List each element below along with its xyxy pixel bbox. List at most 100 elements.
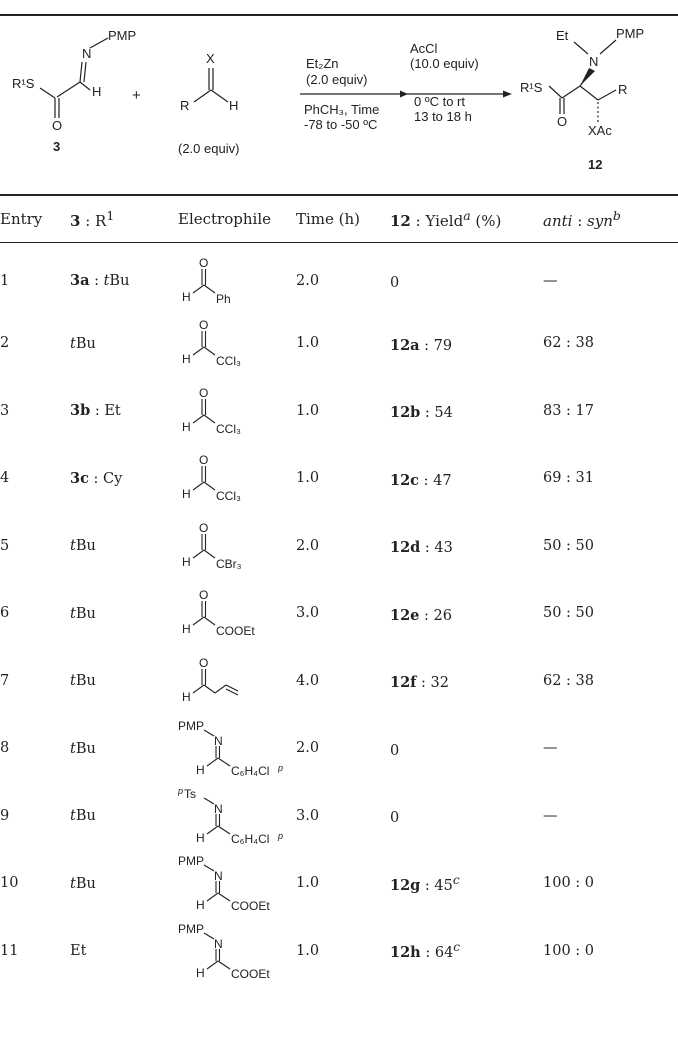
cell-entry: 1 xyxy=(0,272,10,289)
elec-h-text: H xyxy=(182,622,191,636)
cell-entry: 9 xyxy=(0,807,10,824)
cell-entry: 8 xyxy=(0,740,10,757)
elec-h-text: H xyxy=(182,690,191,704)
cell-time: 1.0 xyxy=(296,335,320,352)
cell-substrate: tBu xyxy=(70,808,96,825)
elec-x-text: O xyxy=(199,386,208,400)
cell-time: 4.0 xyxy=(296,672,320,689)
reactant-3 xyxy=(39,37,109,118)
elec-h-text: H xyxy=(196,898,205,912)
reactant-r1s: R¹S xyxy=(12,76,35,91)
reaction-arrows xyxy=(300,90,512,98)
cell-time: 3.0 xyxy=(296,807,320,824)
elec-sub-text: CCl₃ xyxy=(216,489,241,503)
elec-x-text: O xyxy=(199,453,208,467)
product-r1s: R¹S xyxy=(520,80,543,95)
elec-h-text: H xyxy=(196,831,205,845)
step1-temp: -78 to -50 ºC xyxy=(304,117,377,132)
step1-solvent: PhCH₃, Time xyxy=(304,102,379,117)
aldehyde-equiv: (2.0 equiv) xyxy=(178,141,239,156)
cell-yield: 0 xyxy=(390,742,400,759)
elec-h-text: H xyxy=(196,763,205,777)
step1-equiv: (2.0 equiv) xyxy=(306,72,367,87)
cell-substrate: Et xyxy=(70,943,87,960)
cell-yield: 12g : 45c xyxy=(390,872,460,894)
cell-ratio: 69 : 31 xyxy=(543,470,595,487)
elec-sub-text: C₆H₄Cl xyxy=(231,764,269,778)
elec-xp-text: p xyxy=(178,786,183,796)
cell-yield: 12f : 32 xyxy=(390,674,449,692)
cell-time: 2.0 xyxy=(296,740,320,757)
elec-sub-text: C₆H₄Cl xyxy=(231,832,269,846)
reactant-n: N xyxy=(82,46,91,61)
cell-time: 1.0 xyxy=(296,470,320,487)
product-et: Et xyxy=(556,28,569,43)
step2-time: 13 to 18 h xyxy=(414,109,472,124)
elec-n-text: N xyxy=(214,869,223,883)
product-n: N xyxy=(589,54,598,69)
cell-entry: 10 xyxy=(0,875,19,892)
cell-entry: 6 xyxy=(0,605,10,622)
elec-x-text: O xyxy=(199,656,208,670)
header-time: Time (h) xyxy=(296,210,361,228)
elec-x-text: Ts xyxy=(184,787,196,801)
reactant-id: 3 xyxy=(53,139,60,154)
cell-entry: 2 xyxy=(0,335,10,352)
reactant-o: O xyxy=(52,118,62,133)
elec-n-text: N xyxy=(214,802,223,816)
scheme-rule xyxy=(0,194,678,196)
elec-x-text: PMP xyxy=(178,719,204,733)
cell-ratio: 62 : 38 xyxy=(543,672,595,689)
cell-substrate: 3b : Et xyxy=(70,402,121,420)
elec-sub-text: Ph xyxy=(216,292,231,306)
cell-time: 2.0 xyxy=(296,537,320,554)
cell-entry: 3 xyxy=(0,402,10,419)
elec-h-text: H xyxy=(182,290,191,304)
elec-sub-text: CBr₃ xyxy=(216,557,242,571)
reaction-scheme: R¹S PMP N H O 3 + X R H (2.0 equiv) Et₂Z… xyxy=(12,26,644,172)
cell-yield: 12c : 47 xyxy=(390,471,452,489)
reactant-pmp: PMP xyxy=(108,28,136,43)
elec-n-text: N xyxy=(214,734,223,748)
product-wedge-bond xyxy=(580,68,595,86)
cell-ratio: 83 : 17 xyxy=(543,402,595,419)
aldehyde-r: R xyxy=(180,98,189,113)
reactant-h: H xyxy=(92,84,101,99)
results-table: Entry 3 : R1 Electrophile Time (h) 12 : … xyxy=(0,196,678,985)
elec-h-text: H xyxy=(182,487,191,501)
cell-ratio: — xyxy=(543,740,558,757)
elec-x-text: O xyxy=(199,318,208,332)
header-entry: Entry xyxy=(0,210,43,228)
product-id: 12 xyxy=(588,157,602,172)
elec-p-text: p xyxy=(277,831,283,841)
cell-yield: 12b : 54 xyxy=(390,404,453,422)
cell-time: 1.0 xyxy=(296,942,320,959)
elec-n-text: N xyxy=(214,937,223,951)
elec-x-text: O xyxy=(199,588,208,602)
cell-electrophile: O H CCl₃ xyxy=(170,445,288,513)
cell-ratio: — xyxy=(543,272,558,289)
step2-equiv: (10.0 equiv) xyxy=(410,56,479,71)
cell-ratio: 100 : 0 xyxy=(543,942,595,959)
cell-yield: 12a : 79 xyxy=(390,336,453,354)
cell-time: 3.0 xyxy=(296,605,320,622)
cell-substrate: 3a : tBu xyxy=(70,272,130,290)
cell-entry: 7 xyxy=(0,672,10,689)
elec-sub-text: CCl₃ xyxy=(216,354,241,368)
cell-yield: 12h : 64c xyxy=(390,940,461,962)
product-pmp: PMP xyxy=(616,26,644,41)
aldehyde xyxy=(193,68,229,103)
cell-substrate: tBu xyxy=(70,875,96,892)
cell-substrate: tBu xyxy=(70,335,96,352)
